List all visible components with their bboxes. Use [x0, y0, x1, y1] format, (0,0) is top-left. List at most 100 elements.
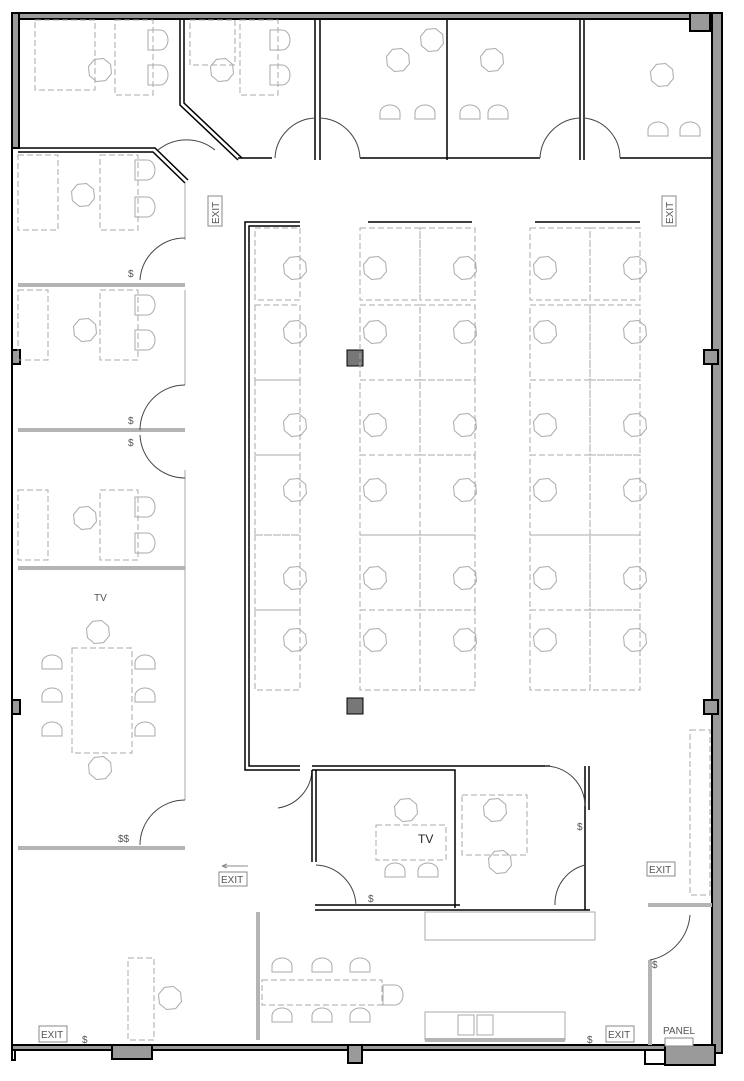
office-chair-icon — [533, 566, 557, 590]
workstation-desk — [254, 609, 301, 691]
workstation-desk — [419, 454, 476, 536]
workstation-desk — [589, 534, 641, 611]
office-chair-icon — [533, 628, 557, 652]
guest-chair-icon — [134, 329, 156, 351]
office-chair-icon — [650, 63, 674, 87]
open-office-walls — [244, 221, 640, 809]
workstation-desk — [254, 454, 301, 536]
exit-sign: EXIT — [38, 1025, 68, 1043]
guest-chair-icon — [382, 984, 404, 1006]
workstation-desk — [254, 534, 301, 611]
workstation-desk — [419, 609, 476, 691]
office-chair-icon — [73, 506, 97, 530]
office-chair-icon — [453, 478, 477, 502]
workstation-desk — [529, 454, 591, 536]
guest-chair-icon — [384, 862, 406, 878]
guest-chair-icon — [134, 496, 156, 518]
guest-chair-icon — [311, 1007, 333, 1023]
office-chair-icon — [363, 320, 387, 344]
tv-label: TV — [418, 832, 433, 846]
guest-chair-icon — [134, 532, 156, 554]
guest-chair-icon — [271, 957, 293, 973]
tv-label: TV — [94, 593, 107, 604]
guest-chair-icon — [414, 104, 436, 120]
top-office-walls — [18, 20, 712, 184]
exterior-walls — [11, 12, 723, 1066]
office-chair-icon — [394, 798, 418, 822]
workstation-desk — [359, 227, 421, 301]
guest-chair-icon — [134, 159, 156, 181]
office-chair-icon — [363, 256, 387, 280]
guest-chair-icon — [269, 64, 291, 86]
office-chair-icon — [533, 320, 557, 344]
guest-chair-icon — [379, 104, 401, 120]
office-chair-icon — [483, 798, 507, 822]
guest-chair-icon — [349, 1007, 371, 1023]
workstation-desk — [589, 609, 641, 691]
office-chair-icon — [363, 566, 387, 590]
switch-symbol: $ — [128, 269, 134, 280]
office-chair-icon — [71, 183, 95, 207]
office-chair-icon — [283, 478, 307, 502]
office-chair-icon — [386, 48, 410, 72]
exit-sign: EXIT — [207, 195, 223, 227]
office-chair-icon — [158, 986, 182, 1010]
guest-chair-icon — [459, 104, 481, 120]
office-chair-icon — [283, 256, 307, 280]
office-chair-icon — [623, 320, 647, 344]
workstation-desk — [589, 379, 641, 456]
office-chair-icon — [488, 850, 512, 874]
column — [346, 697, 364, 715]
office-chair-icon — [283, 320, 307, 344]
guest-chair-icon — [417, 862, 439, 878]
switch-symbol: $ — [368, 894, 374, 905]
workstation-desk — [254, 379, 301, 456]
exit-label: EXIT — [211, 202, 222, 224]
workstation-desk — [419, 534, 476, 611]
panel-label: PANEL — [663, 1026, 695, 1037]
exit-sign: EXIT — [661, 195, 677, 227]
office-chair-icon — [88, 58, 112, 82]
office-chair-icon — [420, 28, 444, 52]
office-chair-icon — [623, 256, 647, 280]
exit-label: EXIT — [649, 865, 671, 876]
office-chair-icon — [623, 478, 647, 502]
guest-chair-icon — [41, 721, 63, 737]
office-chair-icon — [453, 413, 477, 437]
workstation-desk — [254, 304, 301, 381]
office-chair-icon — [363, 478, 387, 502]
guest-chair-icon — [487, 104, 509, 120]
column — [346, 349, 364, 367]
office-chair-icon — [283, 566, 307, 590]
workstation-desk — [529, 304, 591, 381]
switch-symbol: $$ — [118, 834, 130, 845]
workstation-desk — [359, 379, 421, 456]
workstation-desk — [589, 227, 641, 301]
center-rooms — [127, 729, 712, 1047]
exit-sign: EXIT — [218, 863, 248, 887]
workstation-desk — [359, 454, 421, 536]
office-chair-icon — [623, 413, 647, 437]
workstation-desk — [589, 454, 641, 536]
guest-chair-icon — [134, 687, 156, 703]
workstation-desk — [359, 534, 421, 611]
switch-symbol: $ — [82, 1035, 88, 1046]
office-chair-icon — [480, 48, 504, 72]
guest-chair-icon — [349, 957, 371, 973]
guest-chair-icon — [134, 294, 156, 316]
office-chair-icon — [533, 413, 557, 437]
workstation-desk — [589, 304, 641, 381]
exit-label: EXIT — [608, 1030, 630, 1041]
exit-label: EXIT — [665, 202, 676, 224]
guest-chair-icon — [41, 654, 63, 670]
switch-symbol: $ — [577, 822, 583, 833]
guest-chair-icon — [147, 64, 169, 86]
exit-sign: EXIT — [646, 861, 676, 877]
office-chair-icon — [86, 620, 110, 644]
office-chair-icon — [533, 478, 557, 502]
guest-chair-icon — [269, 29, 291, 51]
guest-chair-icon — [134, 654, 156, 670]
guest-chair-icon — [679, 121, 701, 137]
office-chair-icon — [73, 318, 97, 342]
switch-symbol: $ — [652, 960, 658, 971]
